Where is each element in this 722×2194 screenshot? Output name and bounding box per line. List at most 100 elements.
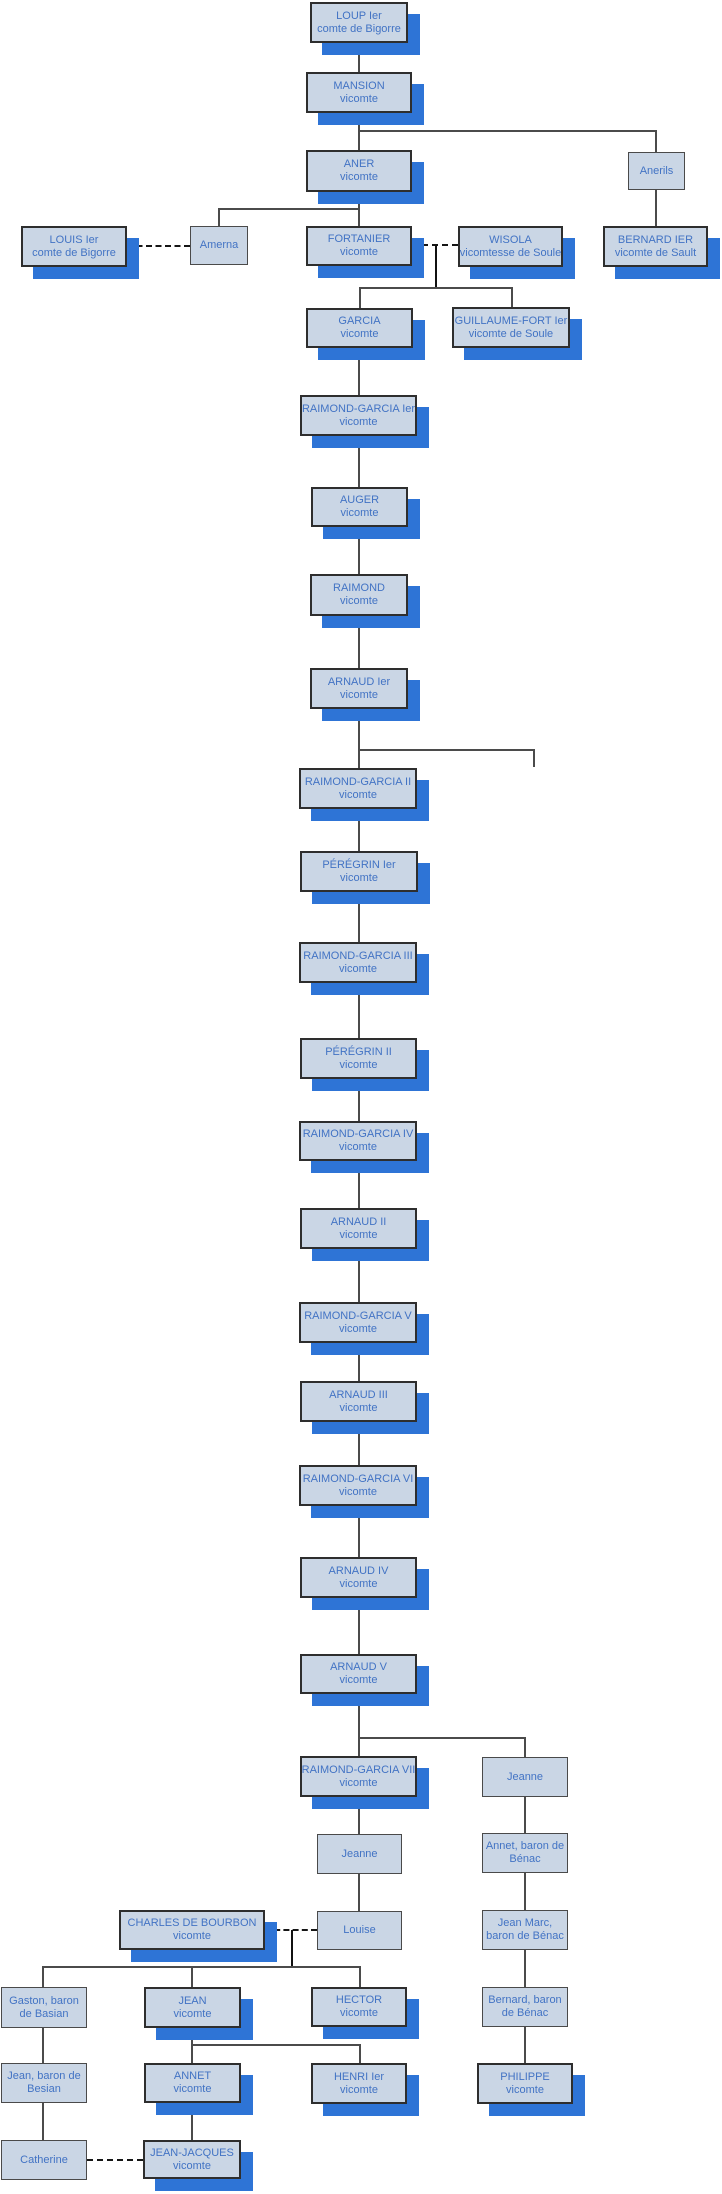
node-name: RAIMOND-GARCIA III (303, 949, 413, 962)
connector (42, 1966, 44, 1987)
node-title: vicomte (339, 962, 377, 975)
node-title: vicomte (339, 1401, 378, 1414)
connector (358, 1161, 360, 1208)
connector (191, 1966, 193, 1987)
node-name: Jean, baron de (7, 2070, 81, 2082)
connector-stub (533, 749, 535, 767)
node-name: LOUP Ier (336, 9, 382, 22)
node-name: Bernard, baron (488, 1994, 562, 2006)
connector (358, 749, 535, 751)
connector (358, 616, 360, 668)
connector (358, 348, 360, 395)
connector (218, 208, 360, 210)
node-title: vicomte (173, 2083, 212, 2095)
marriage-dash-louis-amerna (127, 245, 190, 247)
node-title: vicomte (340, 92, 378, 105)
node-title: vicomte (340, 507, 379, 519)
connector (524, 2027, 526, 2063)
node-name: FORTANIER (327, 233, 391, 245)
connector (358, 1874, 360, 1911)
connector (358, 527, 360, 574)
connector (435, 245, 437, 289)
node-name: RAIMOND-GARCIA II (304, 775, 412, 788)
node-name: ARNAUD IV (328, 1564, 389, 1577)
node-title: vicomte de Soule (468, 327, 554, 340)
node-name: ARNAUD Ier (327, 675, 391, 688)
node-title: de Basian (19, 2007, 69, 2020)
node-name: JEAN (178, 1994, 207, 2007)
connector (359, 287, 361, 308)
node-name: Jeanne (341, 1847, 378, 1860)
node-name: PHILIPPE (500, 2070, 550, 2083)
node-name: HECTOR (335, 1994, 383, 2006)
node-jeanne: Jeanne (317, 1834, 402, 1874)
node-title: vicomte (339, 1322, 377, 1335)
node-title: vicomte (340, 171, 378, 183)
node-title: vicomte (506, 2083, 544, 2096)
node-anerils: Anerils (628, 152, 685, 190)
node-louise: Louise (317, 1911, 402, 1950)
node-title: vicomte (340, 688, 378, 701)
node-name: Jeanne (506, 1770, 544, 1783)
node-name: ANNET (173, 2070, 212, 2082)
node-name: BERNARD IER (617, 233, 694, 246)
node-title: vicomte (173, 2007, 212, 2020)
node-title: vicomte (340, 328, 379, 340)
node-name: RAIMOND-GARCIA IV (302, 1128, 414, 1140)
node-title: vicomte (339, 415, 378, 428)
connector (42, 2028, 44, 2063)
connector (358, 43, 360, 72)
connector (655, 190, 657, 226)
connector (359, 287, 512, 289)
connector (191, 2103, 193, 2140)
connector (291, 1930, 293, 1968)
connector (358, 983, 360, 1038)
connector (358, 1506, 360, 1557)
node-catherine: Catherine (1, 2140, 87, 2180)
node-name: HENRI Ier (333, 2070, 385, 2083)
node-title: vicomte (339, 1228, 378, 1241)
marriage-dash-catherine-jeanjacques (87, 2159, 143, 2161)
connector (358, 1737, 526, 1739)
node-name: Annet, baron de (485, 1840, 565, 1852)
node-title: baron de Bénac (486, 1930, 564, 1942)
node-name: ANER (343, 158, 375, 170)
connector (524, 1873, 526, 1910)
node-title: de Bénac (501, 2007, 549, 2019)
node-name: RAIMOND-GARCIA Ier (301, 402, 416, 415)
connector (358, 809, 360, 851)
connector (358, 892, 360, 942)
node-title: vicomtesse de Soule (459, 246, 562, 259)
node-title: vicomte (340, 246, 378, 258)
node-name: CHARLES DE BOURBON (127, 1917, 257, 1929)
node-name: Catherine (20, 2153, 68, 2166)
node-name: Jean Marc, (497, 1917, 553, 1929)
node-name: ARNAUD V (330, 1661, 387, 1673)
node-name: AUGER (339, 494, 380, 506)
node-name: GARCIA (338, 315, 381, 327)
connector (42, 2103, 44, 2140)
connector (218, 208, 220, 226)
node-title: vicomte (340, 871, 378, 884)
node-name: PÉRÉGRIN II (325, 1045, 392, 1058)
